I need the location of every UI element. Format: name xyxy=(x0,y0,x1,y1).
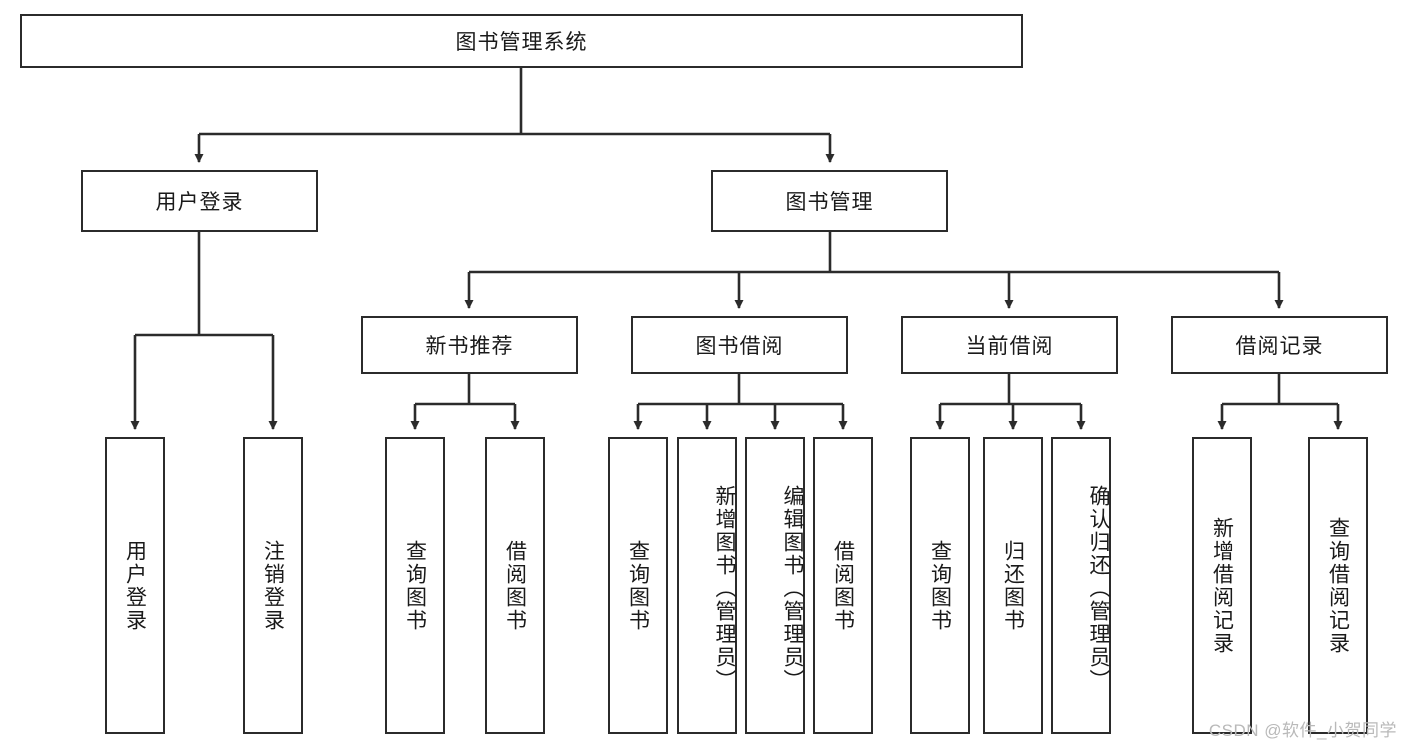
node-leaf-borrow-book-recommend[interactable]: 借阅图书 xyxy=(485,437,545,734)
node-root[interactable]: 图书管理系统 xyxy=(20,14,1023,68)
node-leaf-borrow-book[interactable]: 借阅图书 xyxy=(813,437,873,734)
node-leaf-query-borrow-record[interactable]: 查询借阅记录 xyxy=(1308,437,1368,734)
node-leaf-return-book[interactable]: 归还图书 xyxy=(983,437,1043,734)
node-book-borrow[interactable]: 图书借阅 xyxy=(631,316,848,374)
node-leaf-add-borrow-record[interactable]: 新增借阅记录 xyxy=(1192,437,1252,734)
node-new-book-recommend[interactable]: 新书推荐 xyxy=(361,316,578,374)
node-leaf-user-login[interactable]: 用户登录 xyxy=(105,437,165,734)
node-borrow-record[interactable]: 借阅记录 xyxy=(1171,316,1388,374)
node-leaf-logout[interactable]: 注销登录 xyxy=(243,437,303,734)
watermark-text: CSDN @软件_小贺同学 xyxy=(1208,721,1397,740)
node-current-borrow[interactable]: 当前借阅 xyxy=(901,316,1118,374)
node-user-login[interactable]: 用户登录 xyxy=(81,170,318,232)
node-book-manage[interactable]: 图书管理 xyxy=(711,170,948,232)
node-leaf-query-book-recommend[interactable]: 查询图书 xyxy=(385,437,445,734)
node-leaf-add-book[interactable]: 新增图书（管理员） xyxy=(677,437,737,734)
node-leaf-confirm-return[interactable]: 确认归还（管理员） xyxy=(1051,437,1111,734)
node-leaf-query-book-borrow[interactable]: 查询图书 xyxy=(608,437,668,734)
node-leaf-query-book-current[interactable]: 查询图书 xyxy=(910,437,970,734)
node-leaf-edit-book[interactable]: 编辑图书（管理员） xyxy=(745,437,805,734)
